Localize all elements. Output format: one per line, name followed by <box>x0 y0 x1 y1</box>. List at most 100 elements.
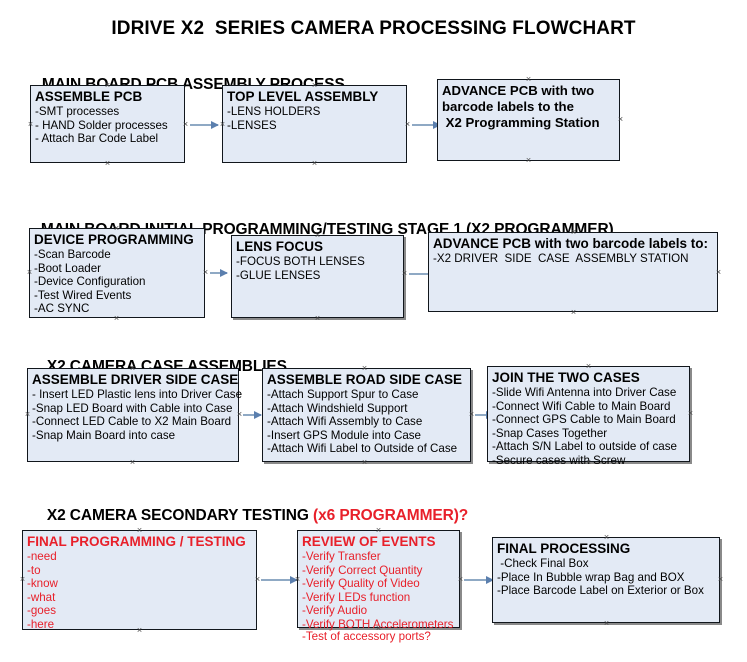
box-title: ASSEMBLE DRIVER SIDE CASE <box>32 372 239 387</box>
resize-handle-right[interactable] <box>457 576 464 583</box>
box-line: X2 Programming Station <box>442 115 600 130</box>
box-assemble-pcb[interactable]: ASSEMBLE PCB -SMT processes - HAND Solde… <box>30 85 185 163</box>
page-title: IDRIVE X2 SERIES CAMERA PROCESSING FLOWC… <box>111 18 636 39</box>
resize-handle-bottom[interactable] <box>104 160 111 167</box>
box-line: -Connect Wifi Cable to Main Board <box>492 399 671 413</box>
box-line: - Insert LED Plastic lens into Driver Ca… <box>32 388 243 401</box>
resize-handle-right[interactable] <box>236 411 243 418</box>
box-title: ASSEMBLE ROAD SIDE CASE <box>267 372 463 387</box>
section-header-text: X2 CAMERA SECONDARY TESTING <box>46 507 314 524</box>
box-title: JOIN THE TWO CASES <box>492 370 640 385</box>
box-advance-pcb-to-programming-station[interactable]: ADVANCE PCB with two barcode labels to t… <box>437 79 620 161</box>
connector-arrow <box>261 575 298 584</box>
resize-handle-right[interactable] <box>468 411 475 418</box>
box-line: -Verify Correct Quantity <box>302 563 423 577</box>
box-line: -Verify Quality of Video <box>302 577 420 591</box>
box-line: -FOCUS BOTH LENSES <box>236 255 365 268</box>
box-line: -Snap Cases Together <box>492 426 608 440</box>
box-line: barcode labels to the <box>442 99 574 114</box>
box-line: -LENS HOLDERS <box>227 105 321 118</box>
box-advance-pcb-to-driver-side-case[interactable]: ADVANCE PCB with two barcode labels to: … <box>428 232 718 312</box>
box-lens-focus[interactable]: LENS FOCUS -FOCUS BOTH LENSES -GLUE LENS… <box>231 235 404 318</box>
resize-handle-bottom[interactable] <box>311 160 318 167</box>
box-line: -Connect LED Cable to X2 Main Board <box>32 415 232 429</box>
connector-arrow <box>210 268 228 277</box>
connector-arrow <box>464 575 494 584</box>
box-device-programming[interactable]: DEVICE PROGRAMMING -Scan Barcode -Boot L… <box>29 228 205 318</box>
resize-handle-bottom[interactable] <box>314 315 321 322</box>
box-line: -Slide Wifi Antenna into Driver Case <box>492 386 677 399</box>
box-line: -here <box>27 617 55 631</box>
box-line: -Insert GPS Module into Case <box>267 428 422 442</box>
box-line: - Attach Bar Code Label <box>35 132 159 146</box>
box-line: -Boot Loader <box>34 261 102 275</box>
box-line: -Verify Transfer <box>302 550 381 563</box>
resize-handle-right[interactable] <box>401 270 408 277</box>
resize-handle-top[interactable] <box>375 527 382 534</box>
resize-handle-top[interactable] <box>129 365 136 372</box>
resize-handle-left[interactable] <box>24 411 31 418</box>
resize-handle-left[interactable] <box>27 121 34 128</box>
box-assemble-road-side-case[interactable]: ASSEMBLE ROAD SIDE CASE -Attach Support … <box>262 368 471 462</box>
resize-handle-right[interactable] <box>182 121 189 128</box>
box-title: REVIEW OF EVENTS <box>302 534 436 549</box>
resize-handle-bottom[interactable] <box>603 620 610 627</box>
resize-handle-bottom[interactable] <box>113 315 120 322</box>
box-title: FINAL PROGRAMMING / TESTING <box>27 534 246 549</box>
box-final-programming-testing[interactable]: FINAL PROGRAMMING / TESTING -need -to -k… <box>22 530 257 631</box>
box-line: -Verify LEDs function <box>302 590 411 604</box>
box-join-the-two-cases[interactable]: JOIN THE TWO CASES -Slide Wifi Antenna i… <box>487 366 690 467</box>
box-assemble-driver-side-case[interactable]: ASSEMBLE DRIVER SIDE CASE - Insert LED P… <box>27 368 243 462</box>
resize-handle-top[interactable] <box>314 232 321 239</box>
resize-handle-top[interactable] <box>603 534 610 541</box>
box-line: -SMT processes <box>35 105 120 118</box>
resize-handle-right[interactable] <box>254 576 261 583</box>
resize-handle-top[interactable] <box>361 365 368 372</box>
resize-handle-right[interactable] <box>202 269 209 276</box>
box-line: -Snap Main Board into case <box>32 428 176 442</box>
box-line: -Attach Support Spur to Case <box>267 388 419 401</box>
resize-handle-top[interactable] <box>113 225 120 232</box>
box-line: -Verify Audio <box>302 604 368 618</box>
box-line: -LENSES <box>227 118 277 132</box>
box-review-of-events[interactable]: REVIEW OF EVENTS -Verify Transfer -Verif… <box>297 530 460 643</box>
resize-handle-right[interactable] <box>687 410 694 417</box>
resize-handle-top[interactable] <box>525 76 532 83</box>
resize-handle-left[interactable] <box>294 576 301 583</box>
resize-handle-top[interactable] <box>585 363 592 370</box>
box-line: -Check Final Box <box>497 557 589 570</box>
box-title: ASSEMBLE PCB <box>35 89 143 104</box>
box-line: -what <box>27 590 56 604</box>
resize-handle-top[interactable] <box>104 82 111 89</box>
connector-arrow <box>190 120 219 129</box>
resize-handle-left[interactable] <box>219 121 226 128</box>
resize-handle-top[interactable] <box>136 527 143 534</box>
resize-handle-right[interactable] <box>715 269 722 276</box>
resize-handle-right[interactable] <box>404 121 411 128</box>
resize-handle-bottom[interactable] <box>129 459 136 466</box>
resize-handle-bottom[interactable] <box>136 627 143 634</box>
connector-arrow <box>243 410 262 419</box>
resize-handle-top[interactable] <box>570 229 577 236</box>
box-top-level-assembly[interactable]: TOP LEVEL ASSEMBLY -LENS HOLDERS -LENSES <box>222 85 407 163</box>
resize-handle-bottom[interactable] <box>361 459 368 466</box>
resize-handle-left[interactable] <box>19 576 26 583</box>
resize-handle-bottom[interactable] <box>585 459 592 466</box>
resize-handle-bottom[interactable] <box>570 309 577 316</box>
box-line: -X2 DRIVER SIDE CASE ASSEMBLY STATION <box>433 252 689 265</box>
box-line: -Snap LED Board with Cable into Case <box>32 401 233 415</box>
box-line: -Scan Barcode <box>34 248 111 261</box>
resize-handle-left[interactable] <box>26 269 33 276</box>
box-final-processing[interactable]: FINAL PROCESSING -Check Final Box -Place… <box>492 537 720 623</box>
resize-handle-top[interactable] <box>311 82 318 89</box>
box-line: -Device Configuration <box>34 275 146 289</box>
box-line: - HAND Solder processes <box>35 118 168 132</box>
box-line: -goes <box>27 604 57 618</box>
box-title: DEVICE PROGRAMMING <box>34 232 194 247</box>
resize-handle-bottom[interactable] <box>525 157 532 164</box>
resize-handle-bottom[interactable] <box>375 625 382 632</box>
resize-handle-right[interactable] <box>617 116 624 123</box>
box-title: LENS FOCUS <box>236 239 324 254</box>
resize-handle-right[interactable] <box>717 576 724 583</box>
